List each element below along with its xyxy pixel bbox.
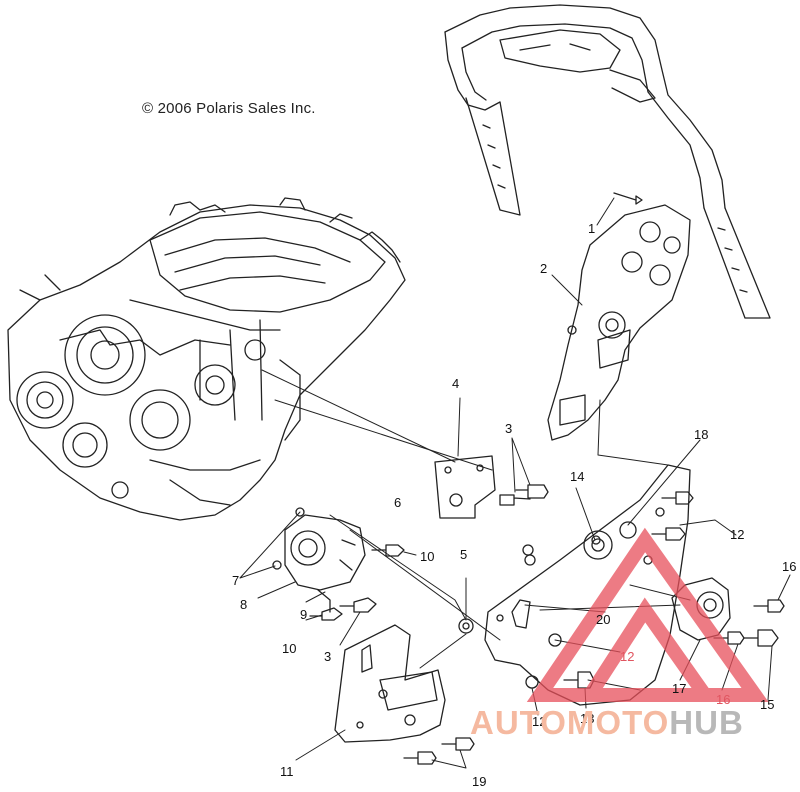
callout-5: 5 xyxy=(460,547,468,562)
callout-10: 10 xyxy=(282,641,297,656)
callout-12: 12 xyxy=(532,714,547,729)
callout-17: 17 xyxy=(672,681,687,696)
assembly-lines xyxy=(261,369,691,691)
callout-6: 6 xyxy=(394,495,402,510)
part-5-washer xyxy=(458,618,474,634)
watermark-logo xyxy=(526,527,769,702)
callout-16: 16 xyxy=(716,692,731,707)
callout-10: 10 xyxy=(420,549,435,564)
part-12-bolts xyxy=(651,491,694,541)
callout-12: 12 xyxy=(620,649,635,664)
part-14-nut xyxy=(522,535,601,556)
callout-12: 12 xyxy=(730,527,745,542)
callout-14: 14 xyxy=(570,469,585,484)
part-19-bolts xyxy=(403,737,475,765)
callout-18: 18 xyxy=(694,427,709,442)
part-2-mount-plate xyxy=(547,204,691,441)
leader-lines xyxy=(239,197,791,769)
watermark-text: AUTOMOTOHUB xyxy=(470,706,744,739)
engine-drawing xyxy=(7,197,406,521)
callout-3: 3 xyxy=(324,649,332,664)
frame-tube-drawing xyxy=(444,4,771,319)
part-3-bolts xyxy=(339,484,549,613)
part-11-bracket xyxy=(334,624,446,743)
watermark-part-moto: MOTO xyxy=(566,704,670,741)
part-15-bolt xyxy=(743,629,779,647)
callout-15: 15 xyxy=(760,697,775,712)
part-18-mount-plate xyxy=(484,464,691,706)
copyright-notice: © 2006 Polaris Sales Inc. xyxy=(142,100,316,117)
callout-2: 2 xyxy=(540,261,548,276)
callout-20: 20 xyxy=(596,612,611,627)
callout-4: 4 xyxy=(452,376,460,391)
part-10-bolts xyxy=(309,544,405,621)
callout-13: 13 xyxy=(580,711,595,726)
callout-19: 19 xyxy=(472,774,487,789)
callout-16: 16 xyxy=(782,559,797,574)
callout-3: 3 xyxy=(505,421,513,436)
callout-11: 11 xyxy=(280,764,294,779)
part-7-engine-mount xyxy=(272,507,366,613)
watermark-part-hub: HUB xyxy=(669,704,744,741)
part-1-bolt xyxy=(613,192,643,205)
callout-8: 8 xyxy=(240,597,248,612)
part-4-bracket xyxy=(434,455,496,519)
callout-1: 1 xyxy=(588,221,596,236)
callout-7: 7 xyxy=(232,573,240,588)
callout-9: 9 xyxy=(300,607,308,622)
part-20-clip xyxy=(511,599,531,629)
watermark-part-auto: AUTO xyxy=(470,704,567,741)
